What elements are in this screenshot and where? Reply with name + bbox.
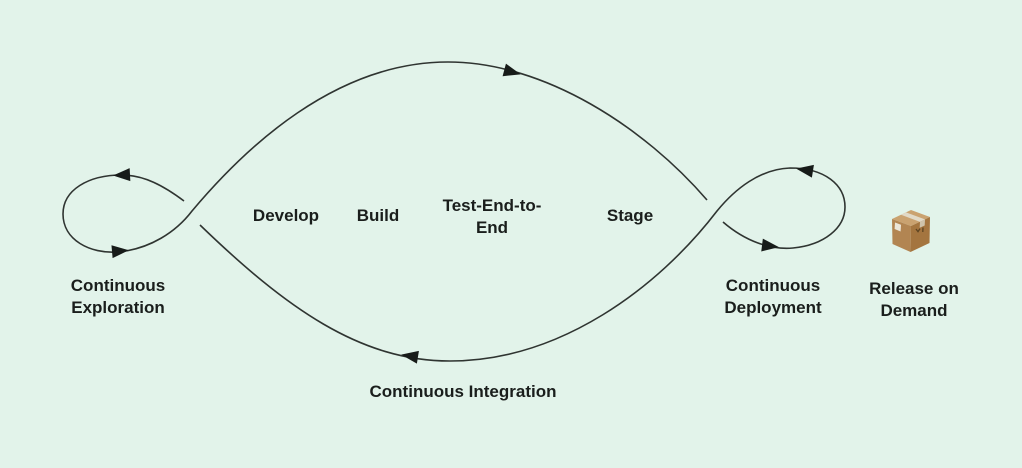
stage-label-test-end-to-end: Test-End-to-End xyxy=(442,196,542,237)
stage-label-build: Build xyxy=(356,206,400,225)
loop-label-continuous-deployment: Continuous Deployment xyxy=(724,276,822,317)
integration-top-arrowhead-icon xyxy=(502,63,521,77)
loop-label-continuous-integration: Continuous Integration xyxy=(369,382,557,401)
deployment-loop-and-integration-bottom-curve xyxy=(199,167,846,362)
stage-label-develop: Develop xyxy=(252,206,320,225)
exploration-top-arrowhead-icon xyxy=(113,168,131,182)
exploration-bottom-arrowhead-icon xyxy=(111,245,129,259)
loop-label-continuous-exploration: Continuous Exploration xyxy=(70,276,166,317)
deployment-top-arrowhead-icon xyxy=(796,164,814,178)
deployment-bottom-arrowhead-icon xyxy=(761,238,779,252)
release-on-demand-label: Release on Demand xyxy=(869,279,959,320)
package-icon xyxy=(892,210,930,252)
integration-bottom-arrowhead-icon xyxy=(401,350,419,364)
exploration-loop-and-integration-top-curve xyxy=(62,61,708,253)
stage-label-stage: Stage xyxy=(606,206,654,225)
